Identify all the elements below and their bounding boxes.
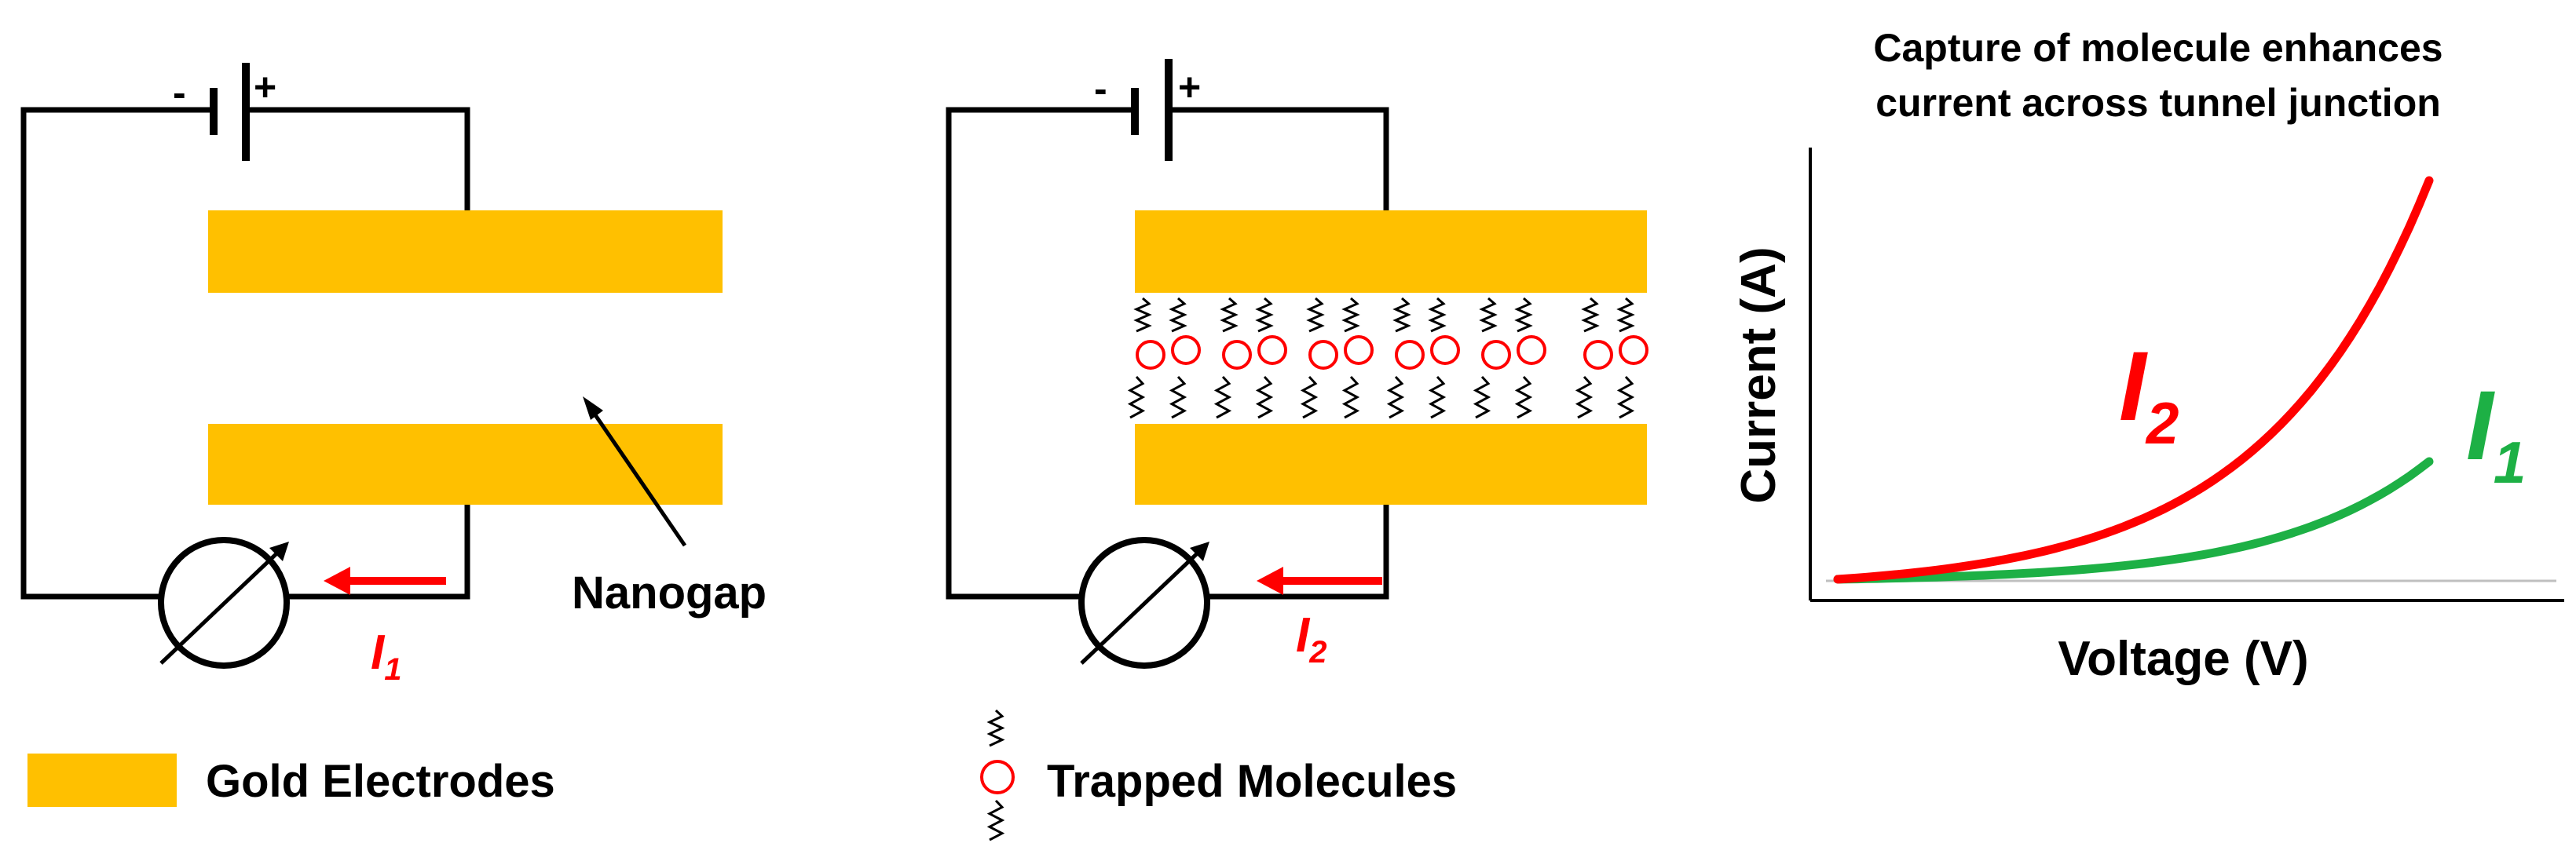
chart-title-line-1: Capture of molecule enhances [1873,26,2442,70]
molecule-tether-top [1479,297,1498,333]
battery-1-minus-label: - [173,71,186,115]
series-i1-label: I1 [2466,371,2526,495]
series-i1-line [1833,457,2434,584]
series-i2-line [1833,176,2434,584]
trapped-molecule-pair [1213,297,1287,419]
molecule-tether-top [1581,297,1600,333]
molecule-tether-bottom [1514,375,1533,419]
trapped-molecule-pair [1575,297,1648,419]
current-arrow-2-head [1257,567,1283,595]
molecule-tether-bottom [1255,375,1274,419]
molecule-tether-bottom [1473,375,1491,419]
legend-gold-swatch [27,754,177,807]
molecule-circle [1583,340,1613,370]
current-label-i1: I1 [371,626,401,687]
molecule-tether-bottom [1575,375,1594,419]
molecule-tether-top [1428,297,1447,333]
circuit-empty-gap: - + I1 Nanogap [20,63,767,687]
gold-electrode-bottom [1135,424,1647,505]
circuit-1-wire [20,107,470,600]
molecule-tether-bottom [1169,375,1187,419]
trapped-molecule-array [1127,297,1648,419]
battery-2-plus-label: + [1178,65,1201,109]
molecule-circle [1395,340,1425,370]
circuit-with-molecules: - + I2 [946,59,1648,670]
molecule-circle [1481,340,1511,370]
chart-x-axis-label: Voltage (V) [2058,632,2308,686]
gold-electrode-bottom [208,424,723,505]
chart-title-line-2: current across tunnel junction [1875,81,2441,125]
legend-tether-bottom [986,799,1005,841]
current-label-i2: I2 [1296,608,1326,670]
trapped-molecule-pair [1386,297,1460,419]
molecule-circle [1619,335,1648,365]
current-arrow-1-head [324,567,350,595]
nanogap-label: Nanogap [572,568,767,619]
nanogap-pointer-line [588,407,687,547]
battery-2-minus-label: - [1094,67,1107,111]
gold-electrode-top [208,210,723,293]
series-i2-label: I2 [2119,332,2179,456]
chart-y-axis-label: Current (A) [1732,246,1786,503]
molecule-tether-bottom [1341,375,1360,419]
molecule-tether-top [1306,297,1325,333]
legend-tether-top [986,709,1005,747]
molecule-tether-bottom [1616,375,1635,419]
battery-1-plus-label: + [254,65,276,109]
molecule-circle [1517,335,1546,365]
ammeter-1-needle [159,544,287,665]
molecule-tether-bottom [1300,375,1319,419]
molecule-tether-top [1133,297,1152,333]
molecule-circle [1222,340,1252,370]
molecule-circle [1344,335,1374,365]
circuit-2-wire [946,107,1389,600]
molecule-tether-top [1220,297,1239,333]
molecule-tether-top [1392,297,1411,333]
trapped-molecule-pair [1127,297,1201,419]
molecule-tether-top [1255,297,1274,333]
iv-chart: Capture of molecule enhances current acr… [1732,26,2564,686]
ammeter-2-needle [1080,544,1207,665]
legend-gold-label: Gold Electrodes [206,756,555,807]
ammeter-2-arrowhead [1190,542,1209,561]
molecule-circle [1430,335,1460,365]
molecule-tether-top [1341,297,1360,333]
legend-molecule-circle [980,760,1015,794]
legend-molecules-label: Trapped Molecules [1047,756,1457,807]
molecule-tether-bottom [1428,375,1447,419]
molecule-circle [1308,340,1338,370]
ammeter-1-arrowhead [269,542,289,561]
molecule-tether-bottom [1213,375,1232,419]
molecule-tether-top [1169,297,1187,333]
legend: Gold Electrodes Trapped Molecules [27,709,1457,841]
trapped-molecule-pair [1300,297,1374,419]
gold-electrode-top [1135,210,1647,293]
molecule-circle [1136,340,1165,370]
legend-molecule-symbol [980,709,1015,841]
molecule-tether-top [1514,297,1533,333]
molecule-tether-top [1616,297,1635,333]
molecule-circle [1257,335,1287,365]
molecule-circle [1171,335,1201,365]
nanogap-pointer-arrowhead [583,396,603,420]
molecule-tether-bottom [1127,375,1146,419]
molecule-tether-bottom [1386,375,1405,419]
trapped-molecule-pair [1473,297,1546,419]
